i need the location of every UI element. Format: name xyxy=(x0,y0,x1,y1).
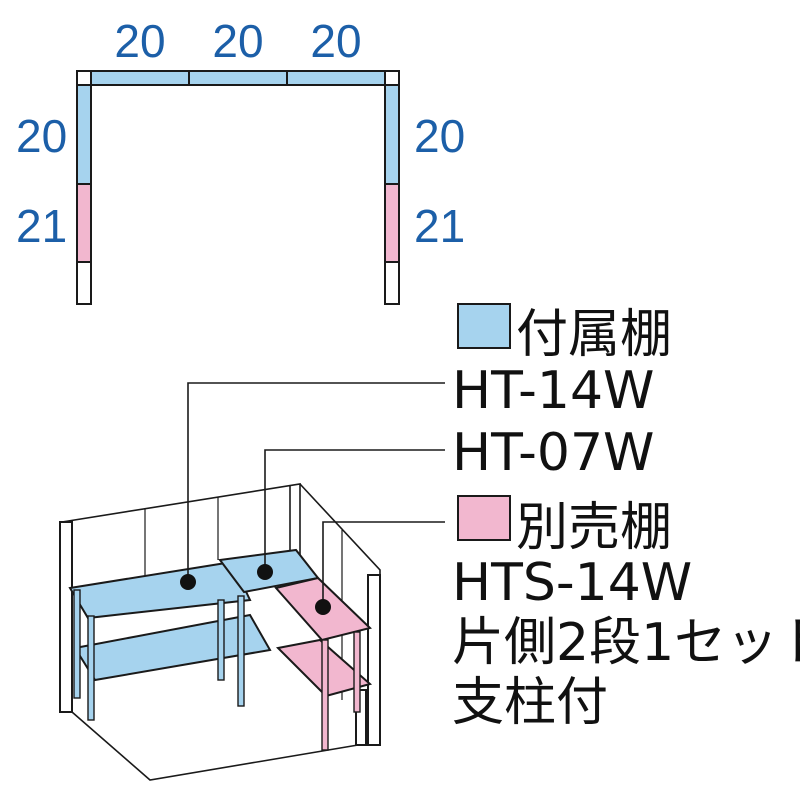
left-shelf-lower xyxy=(76,183,92,263)
legend: 付属棚 HT-14W HT-07W 別売棚 HTS-14W 片側2段1セット 支… xyxy=(452,303,800,733)
included-shelf-leg xyxy=(217,599,225,681)
right-wall-post-lower xyxy=(355,689,367,746)
top-dim-3: 20 xyxy=(310,15,361,67)
right-wall-post xyxy=(367,574,381,746)
top-shelf-2 xyxy=(188,70,288,86)
included-shelf-leg xyxy=(73,589,81,699)
left-dim-upper: 20 xyxy=(16,110,67,162)
separate-shelf-leg xyxy=(353,631,361,713)
separate-description-2: 支柱付 xyxy=(452,673,608,733)
right-dim-upper: 20 xyxy=(414,110,465,162)
top-shelf-1 xyxy=(90,70,190,86)
leader-line-ht-14w xyxy=(187,382,445,580)
right-shelf-upper xyxy=(384,84,400,185)
top-shelf-3 xyxy=(286,70,386,86)
top-left-corner xyxy=(76,70,92,86)
left-open-segment xyxy=(76,261,92,305)
top-dim-1: 20 xyxy=(114,15,165,67)
separate-color-swatch xyxy=(457,495,511,541)
top-view-plan: 20 20 20 20 21 20 21 xyxy=(16,15,465,305)
included-model-2: HT-07W xyxy=(452,423,654,483)
left-shelf-upper xyxy=(76,84,92,185)
left-dim-lower: 21 xyxy=(16,200,67,252)
pointer-dot-ht-14w xyxy=(180,574,196,590)
perspective-view xyxy=(59,382,445,781)
left-wall-post xyxy=(59,521,73,713)
top-dim-2: 20 xyxy=(212,15,263,67)
pointer-dot-ht-07w xyxy=(257,564,273,580)
separate-shelf-leg xyxy=(321,639,329,751)
top-right-corner xyxy=(384,70,400,86)
separate-title: 別売棚 xyxy=(516,498,672,558)
included-shelf-leg xyxy=(237,595,245,707)
right-dim-lower: 21 xyxy=(414,200,465,252)
leader-line-ht-07w xyxy=(264,449,445,572)
floor-edge xyxy=(71,711,359,781)
included-model-1: HT-14W xyxy=(452,361,654,421)
included-title: 付属棚 xyxy=(516,305,672,365)
right-open-segment xyxy=(384,261,400,305)
separate-description-1: 片側2段1セット xyxy=(452,613,800,673)
pointer-dot-hts-14w xyxy=(315,599,331,615)
separate-model: HTS-14W xyxy=(452,553,692,613)
included-shelf-leg xyxy=(87,615,95,721)
leader-line-hts-14w xyxy=(322,521,445,607)
right-shelf-lower xyxy=(384,183,400,263)
included-shelf-upper xyxy=(68,560,252,620)
included-color-swatch xyxy=(457,303,511,349)
